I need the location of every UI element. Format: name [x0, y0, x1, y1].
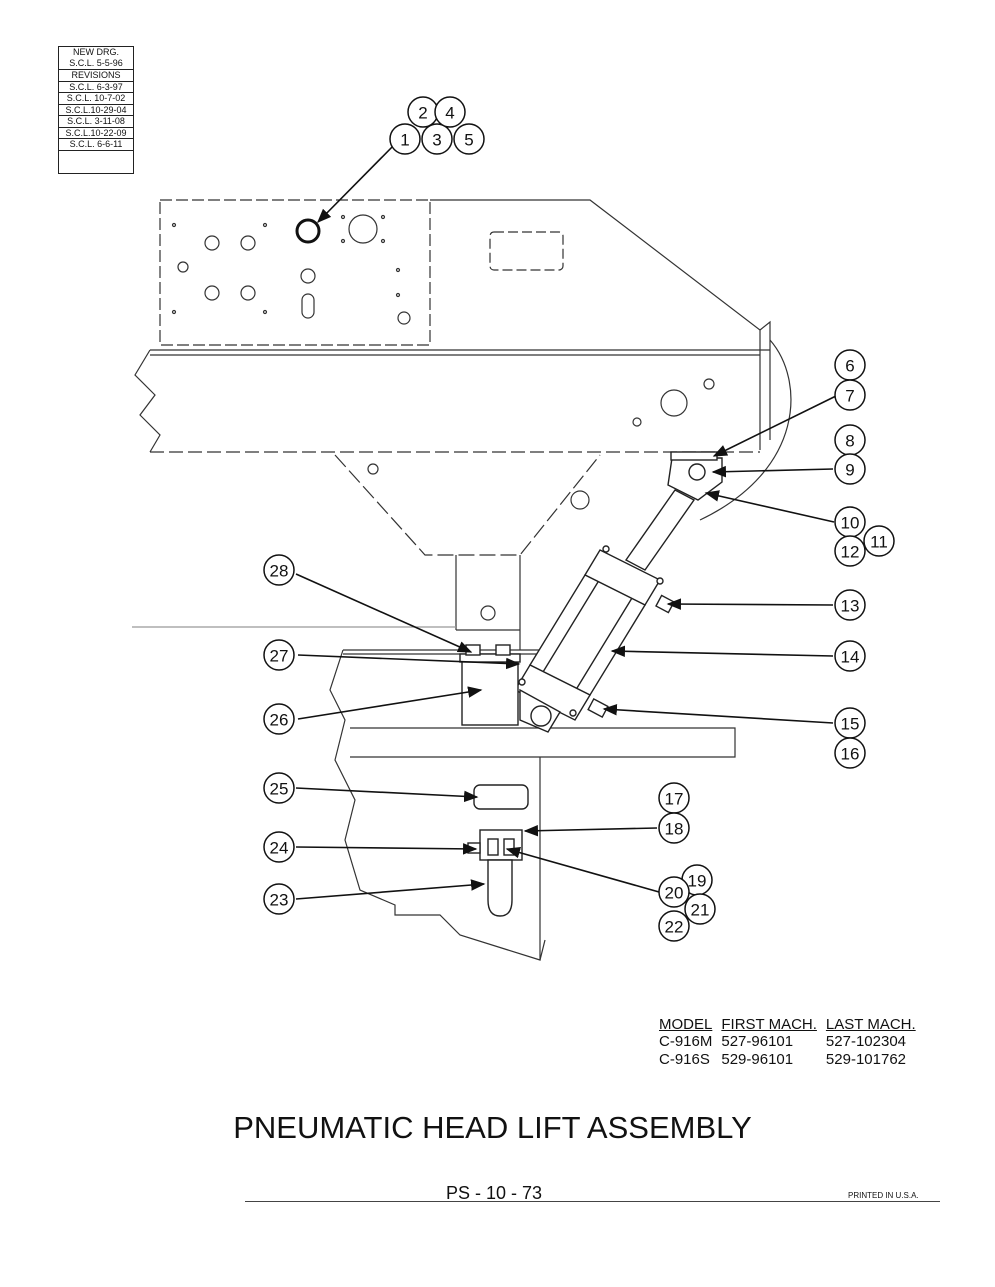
model-table: MODEL FIRST MACH. LAST MACH. C-916M 527-… [659, 1016, 925, 1069]
callout-number: 11 [870, 533, 888, 552]
new-drawing-label: NEW DRG. [73, 47, 119, 57]
column-header: MODEL [659, 1016, 713, 1033]
drawing-title: PNEUMATIC HEAD LIFT ASSEMBLY [0, 1110, 995, 1146]
callout-number: 14 [841, 648, 860, 667]
callout-1: 1 [389, 123, 421, 155]
callout-5: 5 [453, 123, 485, 155]
callout-17: 17 [658, 782, 690, 814]
callout-27: 27 [263, 639, 295, 671]
callout-number: 27 [270, 647, 289, 666]
callout-21: 21 [684, 893, 716, 925]
callout-number: 16 [841, 745, 860, 764]
callout-number: 24 [270, 839, 289, 858]
revision-entry: S.C.L.10-29-04 [59, 105, 133, 116]
page-number: PS - 10 - 73 [446, 1183, 543, 1203]
callout-26: 26 [263, 703, 295, 735]
revision-entry: S.C.L. 6-6-11 [59, 139, 133, 151]
revision-entry: S.C.L. 3-11-08 [59, 116, 133, 128]
callout-23: 23 [263, 883, 295, 915]
footer-rule [245, 1201, 940, 1202]
callout-number: 28 [270, 562, 289, 581]
callout-number: 12 [841, 543, 860, 562]
callout-20: 20 [658, 876, 690, 908]
printed-notice: PRINTED IN U.S.A. [848, 1191, 919, 1200]
callout-11: 11 [863, 525, 895, 557]
drawing-title-text: PNEUMATIC HEAD LIFT ASSEMBLY [233, 1110, 752, 1145]
leader-lines [295, 141, 839, 900]
callout-number: 15 [841, 715, 860, 734]
callout-number: 19 [688, 872, 707, 891]
callout-18: 18 [658, 812, 690, 844]
new-drawing-date: S.C.L. 5-5-96 [69, 58, 123, 68]
model-cell: C-916M [659, 1033, 713, 1050]
column-header: LAST MACH. [825, 1016, 916, 1033]
revision-entry: S.C.L. 6-3-97 [59, 82, 133, 93]
callout-22: 22 [658, 910, 690, 942]
callout-number: 13 [841, 597, 860, 616]
callout-number: 25 [270, 780, 289, 799]
first-machine-cell: 527-96101 [721, 1033, 794, 1050]
new-drawing-cell: NEW DRG. S.C.L. 5-5-96 [59, 47, 133, 70]
callout-number: 8 [845, 432, 854, 451]
callout-10: 10 [834, 506, 866, 538]
callout-number: 5 [464, 131, 473, 150]
callout-28: 28 [263, 554, 295, 586]
callout-7: 7 [834, 379, 866, 411]
callout-3: 3 [421, 123, 453, 155]
callout-number: 4 [445, 104, 454, 123]
callout-16: 16 [834, 737, 866, 769]
callout-number: 9 [845, 461, 854, 480]
filter-regulator [467, 784, 529, 917]
callout-6: 6 [834, 349, 866, 381]
callout-number: 10 [841, 514, 860, 533]
callout-number: 20 [665, 884, 684, 903]
callout-number: 17 [665, 790, 684, 809]
first-machine-cell: 529-96101 [721, 1051, 794, 1068]
callout-8: 8 [834, 424, 866, 456]
callout-24: 24 [263, 831, 295, 863]
callout-14: 14 [834, 640, 866, 672]
callout-number: 26 [270, 711, 289, 730]
cylinder-assembly [514, 451, 723, 733]
callout-25: 25 [263, 772, 295, 804]
machine-frame [132, 199, 792, 961]
revision-entry: S.C.L. 10-7-02 [59, 93, 133, 105]
callout-15: 15 [834, 707, 866, 739]
revision-block: NEW DRG. S.C.L. 5-5-96 REVISIONS S.C.L. … [58, 46, 134, 174]
model-cell: C-916S [659, 1051, 710, 1068]
last-machine-cell: 527-102304 [825, 1033, 906, 1050]
revisions-label: REVISIONS [59, 70, 133, 82]
callout-number: 22 [665, 918, 684, 937]
revision-entry: S.C.L.10-22-09 [59, 128, 133, 139]
callout-2: 2 [407, 96, 439, 128]
callout-number: 18 [665, 820, 684, 839]
callout-number: 3 [432, 131, 441, 150]
last-machine-cell: 529-101762 [825, 1051, 906, 1068]
table-row: C-916M 527-96101 527-102304 [659, 1033, 925, 1051]
callout-number: 6 [845, 357, 854, 376]
callout-9: 9 [834, 453, 866, 485]
callout-number: 1 [400, 131, 409, 150]
table-row: C-916S 529-96101 529-101762 [659, 1051, 925, 1069]
column-header: FIRST MACH. [721, 1016, 817, 1033]
callout-4: 4 [434, 96, 466, 128]
callout-bubbles: 1234567891011121314151617181920212223242… [263, 96, 895, 942]
callout-number: 2 [418, 104, 427, 123]
callout-number: 7 [845, 387, 854, 406]
callout-number: 21 [691, 901, 710, 920]
callout-number: 23 [270, 891, 289, 910]
model-table-header: MODEL FIRST MACH. LAST MACH. [659, 1016, 925, 1033]
callout-12: 12 [834, 535, 866, 567]
callout-13: 13 [834, 589, 866, 621]
mount-bracket [459, 644, 521, 726]
